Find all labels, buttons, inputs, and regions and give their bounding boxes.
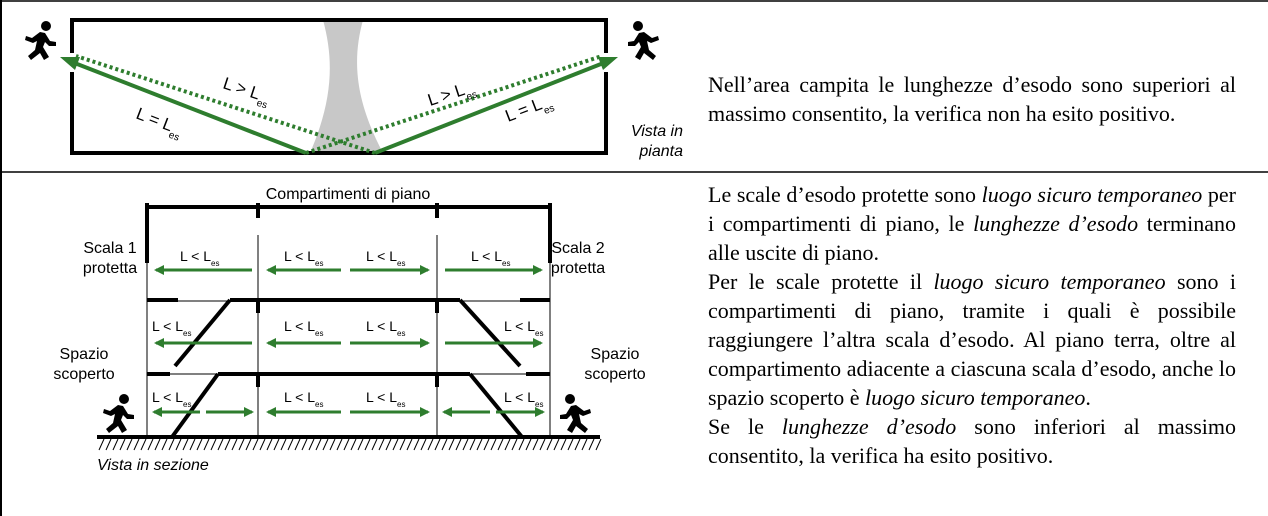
scala2-label-2: protetta — [551, 260, 605, 277]
arrow-solid-right — [374, 60, 607, 155]
vista-sezione-label: Vista in sezione — [97, 457, 209, 474]
arrow-dotted-right — [305, 54, 603, 155]
label-l-lt: L < Les — [180, 248, 219, 268]
svg-text:L > Les: L > Les — [425, 77, 478, 115]
paragraph-2: Per le scale protette il luogo sicuro te… — [708, 269, 1236, 410]
svg-text:L = Les: L = Les — [503, 91, 557, 131]
escape-arrows — [152, 265, 545, 417]
label-l-lt: L < Les — [152, 389, 191, 409]
label-l-lt: L < Les — [284, 318, 323, 338]
vista-pianta-label-2: pianta — [638, 143, 683, 160]
label-l-gt-right: L > Les — [425, 77, 478, 115]
scala1-label-2: protetta — [83, 260, 137, 277]
label-l-lt: L < Les — [471, 248, 510, 268]
section-view-diagram: L < Les L < Les L < Les L < Les L < Les … — [53, 186, 645, 474]
spazio-right-label-1: Spazio — [591, 346, 640, 363]
label-l-lt: L < Les — [152, 318, 191, 338]
plan-view-diagram: L = Les L > Les L > Les L = Les Vista in… — [25, 18, 683, 160]
scala2-label-1: Scala 2 — [551, 240, 604, 257]
label-l-lt: L < Les — [284, 248, 323, 268]
paragraph-1: Le scale d’esodo protette sono luogo sic… — [708, 182, 1237, 265]
running-person-icon — [628, 21, 659, 60]
label-l-lt: L < Les — [366, 389, 405, 409]
room-outline — [70, 18, 608, 53]
label-l-eq-left: L = Les — [132, 104, 186, 144]
spazio-left-label-1: Spazio — [60, 346, 109, 363]
label-l-lt: L < Les — [284, 389, 323, 409]
label-l-lt: L < Les — [366, 318, 405, 338]
arrow-dotted-left — [75, 54, 376, 155]
spazio-left-label-2: scoperto — [53, 366, 114, 383]
row2-description: Le scale d’esodo protette sono luogo sic… — [708, 180, 1236, 470]
building-section — [97, 203, 600, 439]
running-person-icon — [103, 394, 134, 433]
ground-hatch — [98, 438, 602, 451]
svg-text:L > Les: L > Les — [219, 74, 272, 112]
label-l-lt: L < Les — [366, 248, 405, 268]
shaded-area — [310, 20, 383, 153]
label-l-eq-right: L = Les — [503, 91, 557, 131]
spazio-right-label-2: scoperto — [584, 366, 645, 383]
label-l-lt: L < Les — [504, 389, 543, 409]
running-person-icon — [560, 394, 591, 433]
svg-text:L = Les: L = Les — [132, 104, 186, 144]
compartimenti-label: Compartimenti di piano — [266, 186, 431, 203]
vista-pianta-label-1: Vista in — [631, 123, 683, 140]
label-l-lt: L < Les — [504, 318, 543, 338]
scala1-label-1: Scala 1 — [83, 240, 136, 257]
label-l-gt-left: L > Les — [219, 74, 272, 112]
row1-description: Nell’area campita le lunghezze d’esodo s… — [708, 72, 1236, 126]
paragraph-3: Se le lunghezze d’esodo sono inferiori a… — [708, 414, 1236, 468]
running-person-icon — [25, 21, 56, 60]
arrow-solid-left — [71, 60, 307, 155]
